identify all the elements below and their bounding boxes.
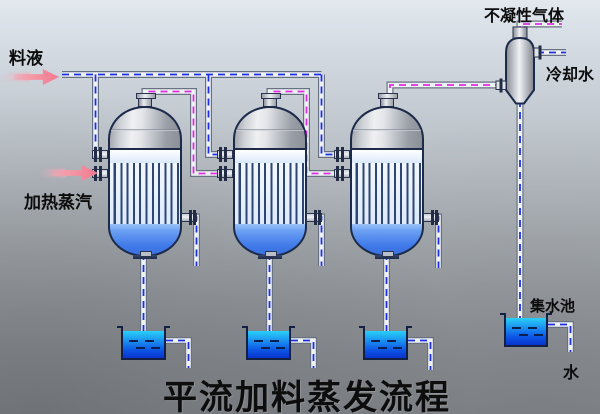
receiver-tank-2 [242,326,295,360]
evaporator-2 [217,93,322,259]
condenser [495,26,542,105]
evaporator-1 [92,93,197,259]
cooling-water-label: 冷却水 [546,67,595,84]
receiver-tank-1 [117,326,170,360]
evaporator-3-heating-tubes [350,163,424,224]
evaporator-2-bottom-flange [258,251,282,259]
evaporator-2-condensate-nozzle [306,210,322,225]
collection-pool-tank [500,313,552,347]
receiver-tank-2-liquid [248,331,289,358]
collection-pool-liquid [506,318,546,345]
condenser-water-flange [538,45,542,60]
evaporator-2-steam-nozzle [217,166,233,181]
evaporator-3-dome [350,106,424,148]
receiver-tank-1-liquid [123,331,164,358]
evaporator-1-bottom-flange [133,251,157,259]
evaporator-1-dome [108,106,182,148]
heating-steam-label: 加热蒸汽 [24,193,92,212]
collection-pool-label: 集水池 [530,299,576,315]
evaporator-1-feed-nozzle [92,147,108,162]
evaporator-2-dome [233,106,307,148]
condenser-vent-stub [512,26,528,39]
evaporator-3-bottom-flange [375,251,399,259]
evaporator-2-feed-nozzle [217,147,233,162]
evaporator-3-feed-nozzle [334,147,350,162]
condenser-body [505,37,535,105]
evaporator-2-heating-tubes [233,163,307,224]
evaporator-3-vapor-space [350,148,424,163]
evaporator-1-top-nozzle [136,93,156,107]
water-label: 水 [563,365,580,382]
evaporator-2-vapor-space [233,148,307,163]
evaporator-3 [334,93,439,259]
non-condensable-gas-label: 不凝性气体 [484,8,565,25]
evaporator-1-condensate-nozzle [181,210,197,225]
evaporator-1-heating-tubes [108,163,182,224]
evaporator-3-steam-nozzle [334,166,350,181]
condenser-vapor-flange [499,78,503,93]
diagram-title: 平流加料蒸发流程 [163,380,451,414]
evaporator-3-condensate-nozzle [423,210,439,225]
receiver-tank-3 [359,326,412,360]
receiver-tank-3-liquid [365,331,406,358]
feed-label: 料液 [9,49,43,68]
evaporator-1-vapor-space [108,148,182,163]
